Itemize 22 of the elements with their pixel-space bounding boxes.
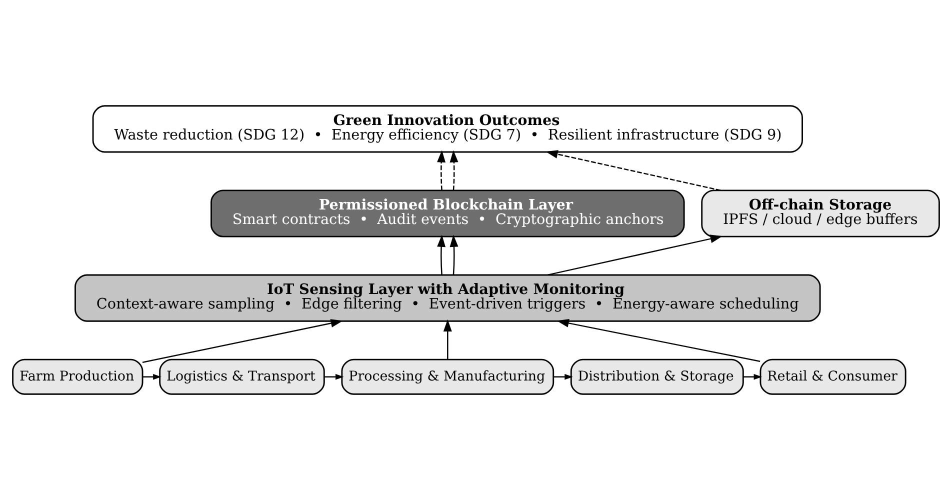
node-box: Permissioned Blockchain Layer Smart contracts • Audit events • Cryptographic anchors [210,190,685,238]
node-box: Processing & Manufacturing [341,358,554,395]
node-box: Distribution & Storage [570,358,744,395]
node-box: Logistics & Transport [159,358,325,395]
arrow [443,319,452,360]
arrow [142,374,162,380]
arrow [324,374,344,380]
arrow [743,374,762,380]
node-box: Farm Production [12,358,144,395]
arrow [450,150,458,190]
node-box: IoT Sensing Layer with Adaptive Monitoring Context-aware sampling • Edge filtering • Event-driven triggers • Energy-aware scheduling [74,274,821,322]
arrow [556,319,760,362]
arrow [437,234,446,275]
node-box: Retail & Consumer [760,358,906,395]
arrow [554,374,573,380]
node-box: Green Innovation Outcomes Waste reduction (SDG 12) • Energy efficiency (SDG 7) • Resilient infrastructure (SDG 9) [92,105,803,153]
arrow [142,319,343,364]
arrow [450,234,458,275]
arrow [546,150,721,191]
arrow [547,234,722,276]
node-box: Off-chain Storage IPFS / cloud / edge buffers [701,190,940,238]
arrow [437,150,446,190]
